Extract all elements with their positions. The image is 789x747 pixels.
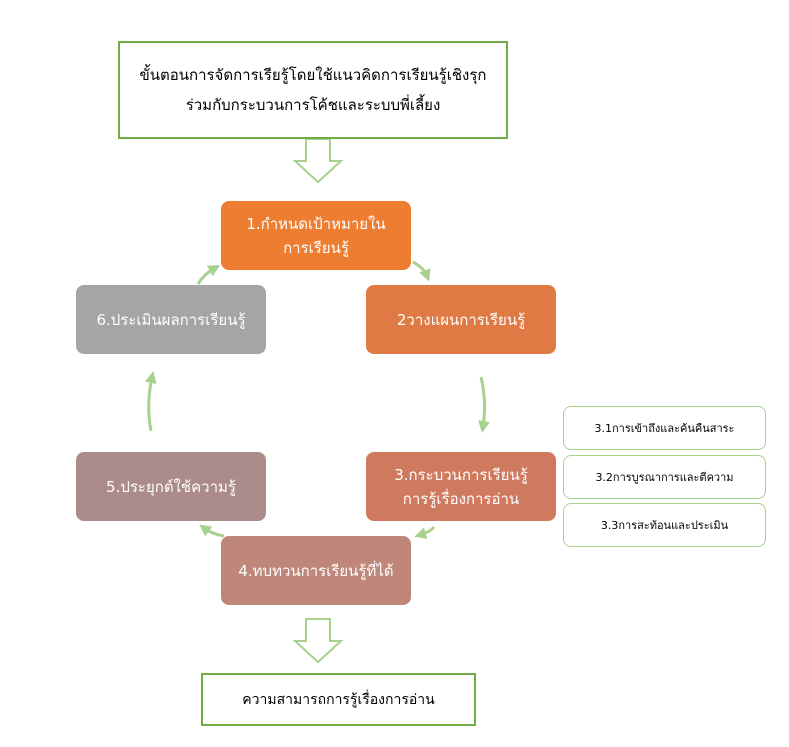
down-block-arrow-bottom: [292, 618, 344, 664]
sub-step-3-3: 3.3การสะท้อนและประเมิน: [563, 503, 766, 547]
cycle-arrow-4-to-5: [199, 524, 225, 538]
step-2-plan-learning: 2วางแผนการเรียนรู้: [366, 285, 556, 354]
cycle-arrow-5-to-6: [144, 371, 157, 432]
outcome-box: ความสามารถการรู้เรื่องการอ่าน: [201, 673, 476, 726]
step-5-apply-knowledge: 5.ประยุกต์ใช้ความรู้: [76, 452, 266, 521]
sub-step-3-1-label: 3.1การเข้าถึงและค้นคืนสาระ: [594, 422, 735, 435]
step-3-learning-process: 3.กระบวนการเรียนรู้ การรู้เรื่องการอ่าน: [366, 452, 556, 521]
step-1-set-goals: 1.กำหนดเป้าหมายใน การเรียนรู้: [221, 201, 411, 270]
cycle-arrow-2-to-3: [478, 376, 490, 433]
process-title-box: ขั้นตอนการจัดการเรียรู้โดยใช้แนวคิดการเร…: [118, 41, 508, 139]
process-title-line1: ขั้นตอนการจัดการเรียรู้โดยใช้แนวคิดการเร…: [139, 66, 487, 84]
sub-step-3-3-label: 3.3การสะท้อนและประเมิน: [600, 519, 729, 532]
step-4-line1: 4.ทบทวนการเรียนรู้ที่ได้: [238, 561, 394, 580]
step-5-line1: 5.ประยุกต์ใช้ความรู้: [106, 477, 236, 496]
sub-step-3-1: 3.1การเข้าถึงและค้นคืนสาระ: [563, 406, 766, 450]
sub-step-3-2-label: 3.2การบูรณาการและตีความ: [595, 471, 734, 484]
step-4-review-learning: 4.ทบทวนการเรียนรู้ที่ได้: [221, 536, 411, 605]
cycle-arrow-3-to-4: [414, 526, 436, 540]
step-3-line2: การรู้เรื่องการอ่าน: [402, 489, 520, 508]
step-6-line1: 6.ประเมินผลการเรียนรู้: [96, 310, 246, 329]
down-block-arrow-top: [292, 138, 344, 184]
sub-step-3-2: 3.2การบูรณาการและตีความ: [563, 455, 766, 499]
step-1-line2: การเรียนรู้: [283, 238, 349, 257]
step-2-line1: 2วางแผนการเรียนรู้: [396, 310, 526, 329]
step-3-line1: 3.กระบวนการเรียนรู้: [394, 465, 528, 484]
cycle-arrow-1-to-2: [412, 260, 431, 282]
outcome-label: ความสามารถการรู้เรื่องการอ่าน: [242, 691, 435, 708]
step-6-evaluate-learning: 6.ประเมินผลการเรียนรู้: [76, 285, 266, 354]
cycle-arrow-6-to-1: [196, 265, 221, 285]
process-title-line2: ร่วมกับกระบวนการโค้ชและระบบพี่เลี้ยง: [185, 96, 441, 114]
step-1-line1: 1.กำหนดเป้าหมายใน: [246, 214, 386, 233]
